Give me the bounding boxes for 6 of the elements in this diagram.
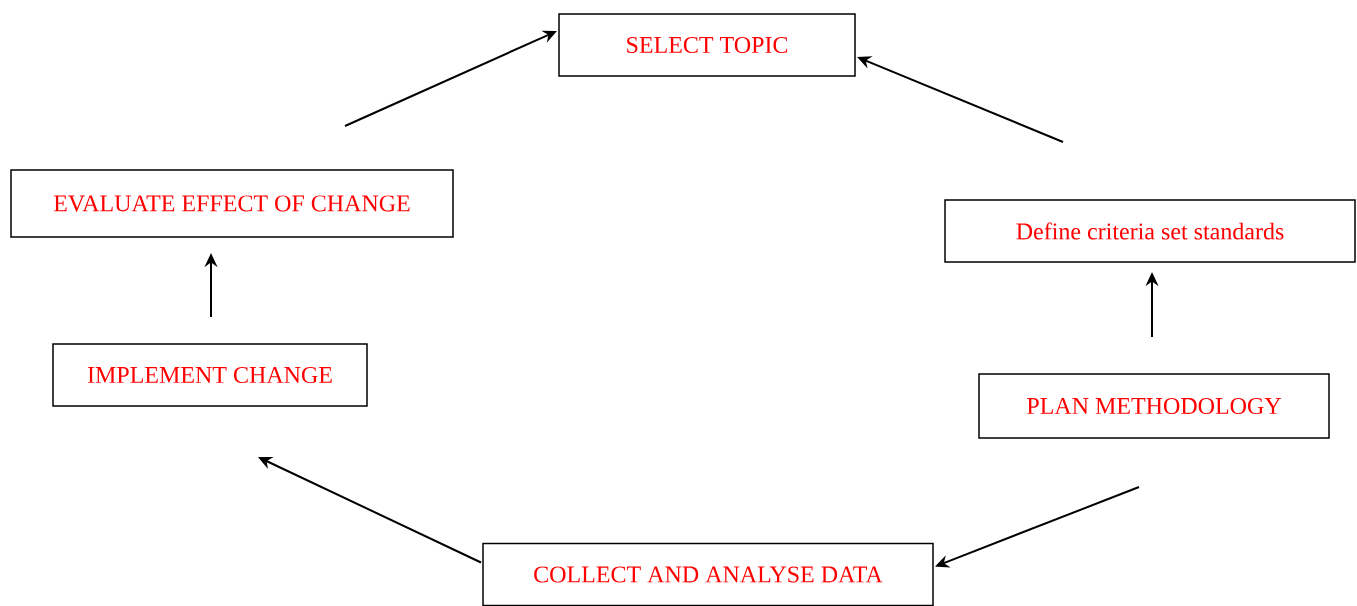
process-box: EVALUATE EFFECT OF CHANGE [10,169,454,238]
process-box: SELECT TOPIC [558,13,856,77]
process-box: IMPLEMENT CHANGE [52,343,368,407]
process-box: COLLECT AND ANALYSE DATA [482,542,934,606]
process-box: PLAN METHODOLOGY [978,373,1330,439]
process-box: Define criteria set standards [944,199,1356,263]
